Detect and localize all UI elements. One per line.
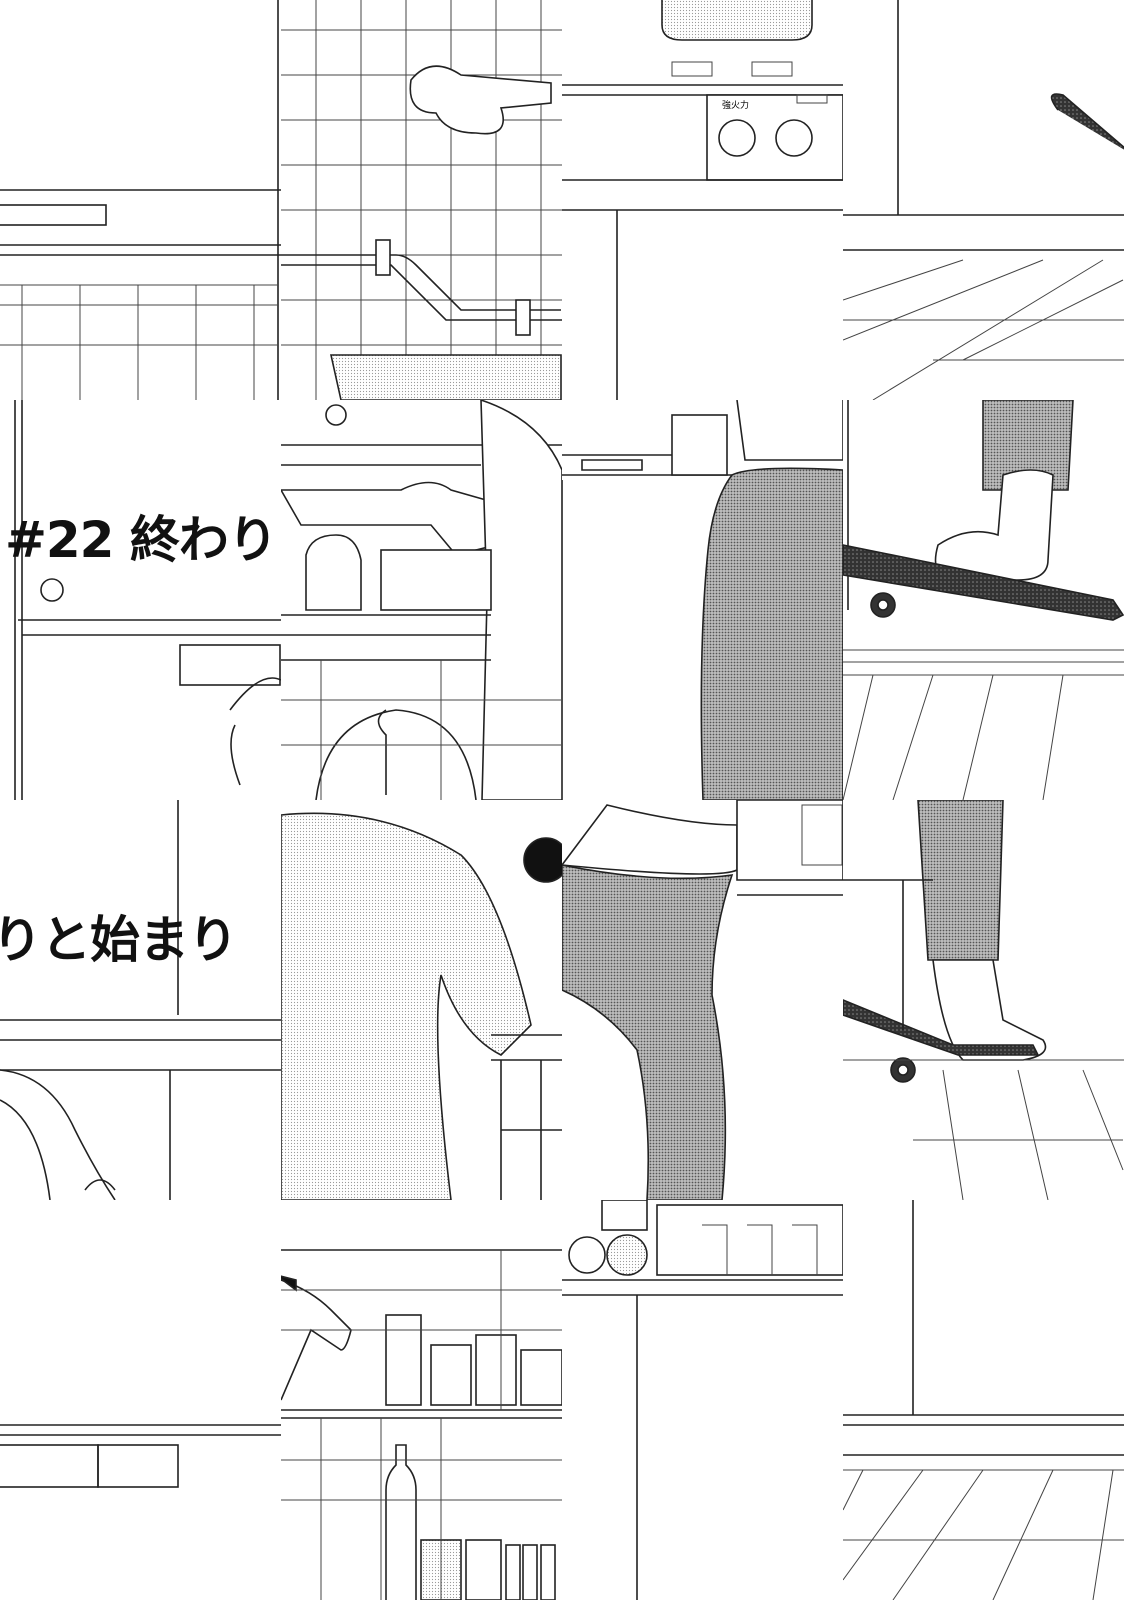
panel-title-right-head: りと始まり <box>0 800 281 1200</box>
panel-cabinet-tiles <box>0 0 281 400</box>
panel-arm-shelf-pot <box>281 400 562 800</box>
chapter-title-part1: #22 終わり <box>5 511 278 569</box>
stove-label: 強火力 <box>722 99 749 111</box>
chapter-title-part2: りと始まり <box>0 911 238 969</box>
panel-measuring-cup-pants <box>562 400 843 800</box>
panel-floor-skateboard-tail <box>843 0 1124 400</box>
panel-pants-shelf <box>562 800 843 1200</box>
panel-foot-skateboard <box>843 400 1124 800</box>
panel-foot-skateboard-2 <box>843 800 1124 1200</box>
panel-stove-knobs: 強火力 <box>562 0 843 400</box>
panel-oven-mitt-pipe <box>281 0 562 400</box>
panel-person-back <box>281 800 562 1200</box>
panel-spice-shelf <box>281 1200 562 1600</box>
panel-cabinet-handle <box>0 1200 281 1600</box>
panel-vegetables-counter <box>562 1200 843 1600</box>
panel-floor-wall <box>843 1200 1124 1600</box>
panel-title-left: #22 終わり <box>0 400 281 800</box>
